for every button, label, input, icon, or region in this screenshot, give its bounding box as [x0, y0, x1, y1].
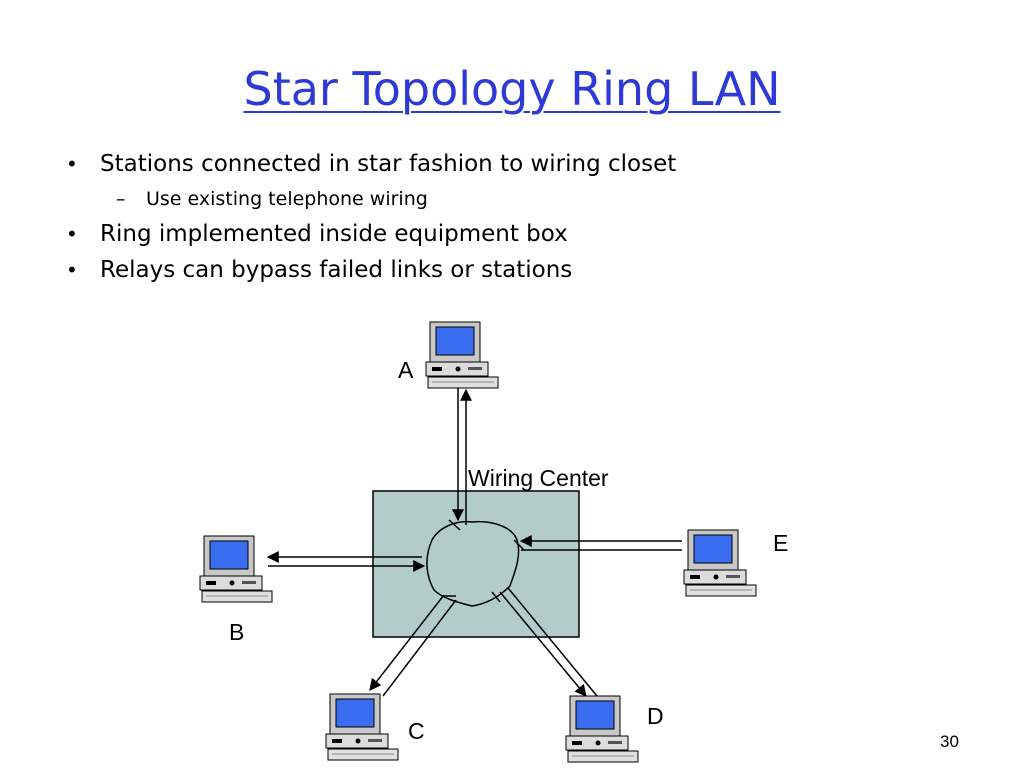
- bullet-list: Stations connected in star fashion to wi…: [60, 146, 676, 288]
- wiring-center-label: Wiring Center: [468, 465, 609, 491]
- link-c-in: [382, 599, 457, 697]
- link-d-in: [507, 587, 598, 697]
- ring-bypass-marks: [444, 519, 525, 603]
- station-label-c: C: [408, 718, 425, 744]
- bullet-item: Ring implemented inside equipment box: [60, 216, 676, 252]
- link-d-out: [499, 591, 587, 697]
- station-label-a: A: [398, 357, 414, 383]
- computer-b-icon: [199, 535, 273, 603]
- station-label-e: E: [773, 530, 789, 556]
- link-c-out: [369, 594, 445, 691]
- ring-path: [426, 520, 520, 607]
- station-label-d: D: [647, 703, 664, 729]
- bullet-item: Stations connected in star fashion to wi…: [60, 146, 676, 182]
- computer-e-icon: [683, 529, 757, 597]
- wiring-center-box: [372, 490, 580, 638]
- bullet-item: Relays can bypass failed links or statio…: [60, 252, 676, 288]
- slide-number: 30: [940, 732, 959, 751]
- station-label-b: B: [229, 619, 245, 645]
- computer-d-icon: [565, 695, 639, 763]
- computer-c-icon: [325, 693, 399, 761]
- computer-a-icon: [425, 321, 499, 389]
- sub-bullet-item: Use existing telephone wiring: [60, 182, 676, 216]
- slide-title: Star Topology Ring LAN: [243, 62, 781, 116]
